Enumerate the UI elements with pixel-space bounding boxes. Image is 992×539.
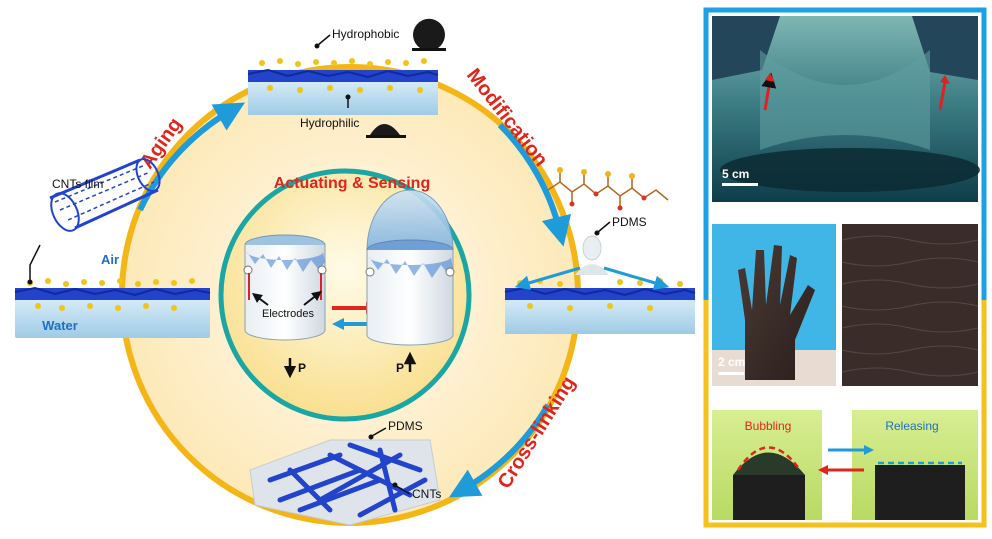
aging-arrow	[137, 102, 245, 212]
cnts-film-label: CNTs film	[52, 177, 103, 191]
modified-film-top: Hydrophobic Hydrophilic	[247, 18, 446, 138]
hydrophilic-droplet	[370, 124, 400, 135]
scale-bar-2cm: 2 cm	[718, 355, 745, 369]
air-label: Air	[101, 252, 119, 267]
pdms-coating-film: PDMS	[504, 167, 696, 334]
cnts-label: CNTs	[412, 487, 441, 501]
photo-film-stretch: 5 cm	[712, 16, 980, 202]
cross-linking-arrow	[448, 403, 551, 498]
electrodes-label: Electrodes	[262, 308, 314, 320]
releasing-label: Releasing	[885, 419, 938, 433]
pdms-label-top: PDMS	[612, 215, 647, 229]
pdms-label-bottom: PDMS	[388, 419, 423, 433]
actuator-cups: Electrodes P P	[243, 189, 455, 379]
photo-panel: 5 cm 2 cm	[703, 7, 987, 528]
cnt-tube-illustration: CNTs film	[27, 158, 161, 285]
pressure-label-right: P	[396, 361, 404, 375]
pdms-cnts-composite: PDMS CNTs	[249, 419, 441, 526]
center-title: Actuating & Sensing	[274, 175, 430, 192]
pdms-molecule	[547, 170, 669, 208]
water-label: Water	[42, 318, 78, 333]
photo-hand: 2 cm	[712, 224, 836, 386]
modification-arrow	[497, 122, 572, 247]
inner-ring	[218, 168, 472, 422]
pressure-label-left: P	[298, 361, 306, 375]
photo-bubbling-releasing: Bubbling Releasing	[712, 410, 978, 520]
cycle-diagram: Actuating & Sensing Aging Modification C…	[14, 18, 696, 526]
bubbling-label: Bubbling	[745, 419, 792, 433]
hydrophobic-label: Hydrophobic	[332, 27, 399, 41]
hydrophilic-label: Hydrophilic	[300, 116, 359, 130]
hydrophobic-droplet	[413, 18, 445, 48]
photo-skin-texture	[841, 224, 979, 386]
scale-bar-5cm: 5 cm	[722, 167, 749, 181]
